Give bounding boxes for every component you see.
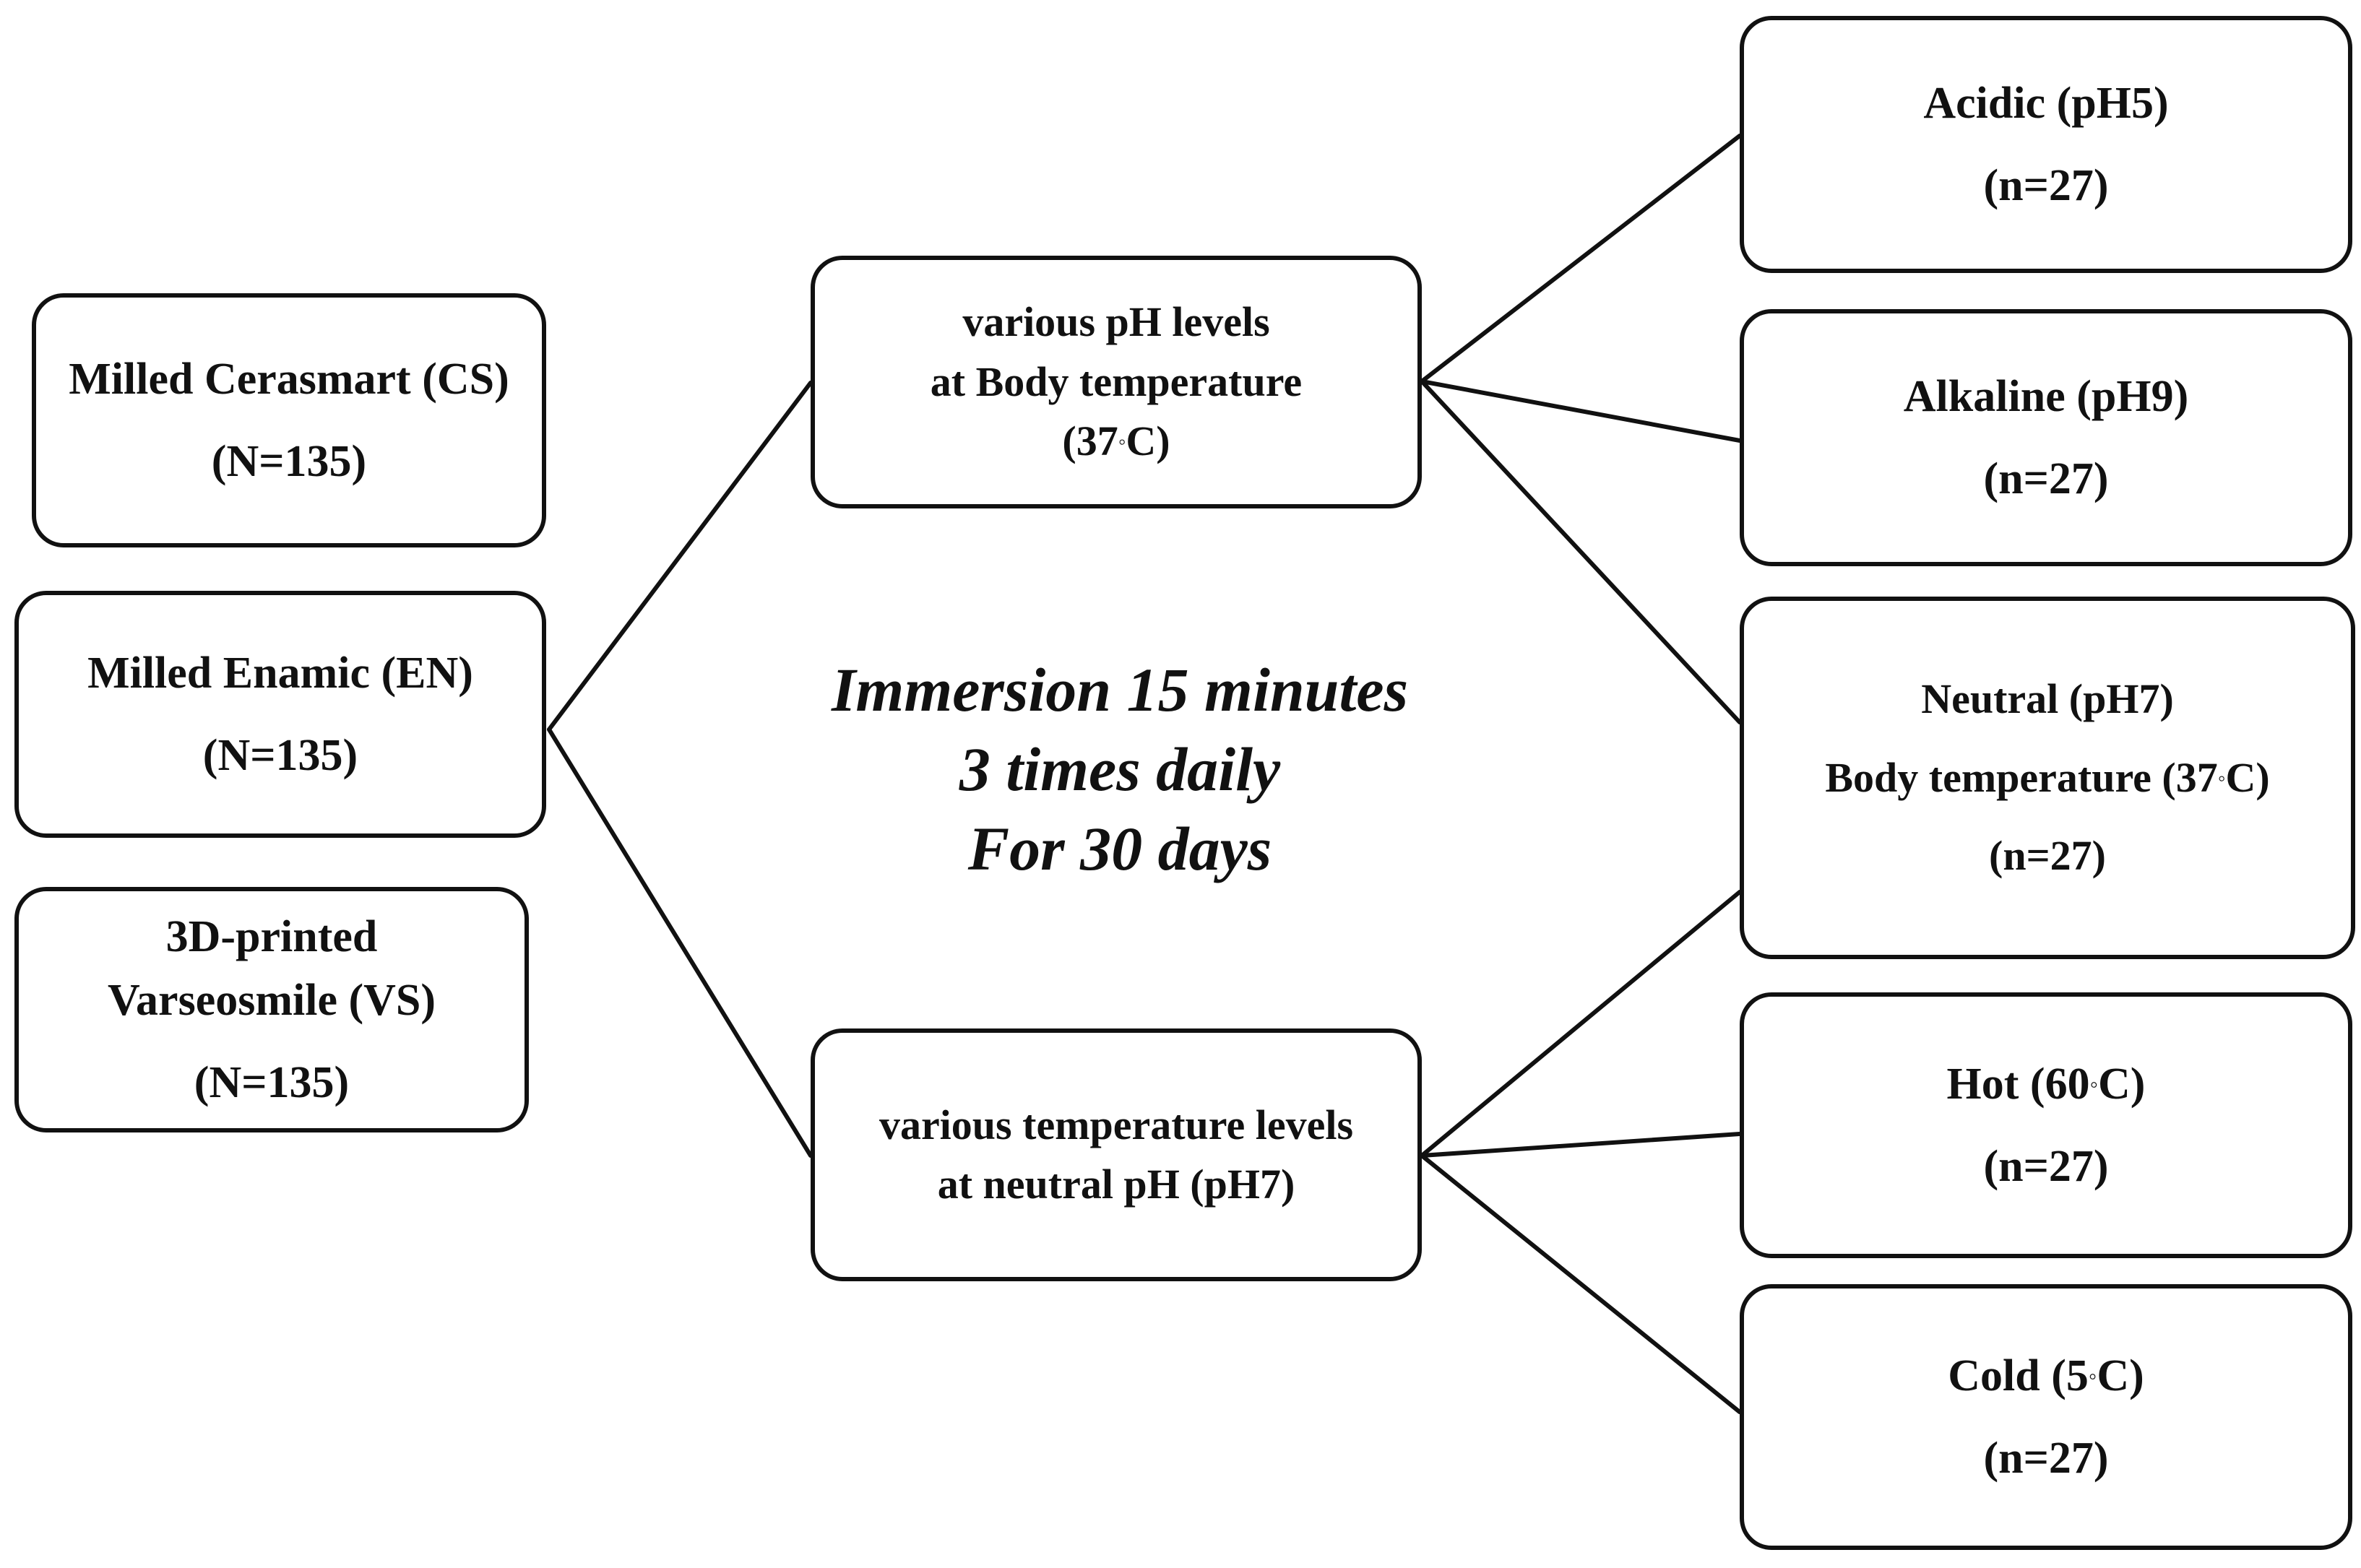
node-group-neutral[interactable]: Neutral (pH7) Body temperature (37◦C) (n…	[1740, 597, 2355, 959]
protocol-line-2: 3 times daily	[959, 734, 1281, 804]
node-line-1: various pH levels	[962, 298, 1270, 346]
node-group-alkaline[interactable]: Alkaline (pH9) (n=27)	[1740, 309, 2352, 566]
temp-value-pre: Hot (60	[1946, 1059, 2090, 1109]
node-condition-ph[interactable]: various pH levels at Body temperature (3…	[811, 256, 1422, 508]
node-material-varseosmile[interactable]: 3D-printed Varseosmile (VS) (N=135)	[14, 887, 529, 1132]
node-line-2: (n=27)	[1983, 1434, 2109, 1483]
edge-temp-to-cold	[1420, 1153, 1742, 1414]
node-line-1: Hot (60◦C)	[1947, 1052, 2146, 1116]
node-line-2: Body temperature (37◦C)	[1825, 748, 2269, 807]
node-line-2: (n=27)	[1983, 161, 2109, 210]
protocol-note: Immersion 15 minutes 3 times daily For 3…	[795, 643, 1445, 896]
node-line-1: Milled Enamic (EN)	[87, 648, 473, 698]
node-line-2: Varseosmile (VS)	[107, 975, 436, 1025]
edge-ph-to-neutral	[1420, 379, 1742, 724]
node-line-1: Milled Cerasmart (CS)	[69, 354, 509, 404]
node-line-1: Acidic (pH5)	[1923, 78, 2169, 128]
node-line-1: Neutral (pH7)	[1921, 675, 2174, 723]
node-line-1: 3D-printed	[165, 911, 378, 961]
temp-value-post: C)	[2098, 1059, 2146, 1109]
node-line-1: various temperature levels	[879, 1101, 1354, 1148]
edge-ph-to-acidic	[1420, 134, 1742, 384]
degree-icon: ◦	[2217, 766, 2226, 791]
edge-temp-to-neutral	[1420, 890, 1742, 1158]
node-line-1: Alkaline (pH9)	[1903, 371, 2189, 421]
edge-ph-to-alkaline	[1420, 379, 1742, 443]
node-line-2: at Body temperature	[930, 358, 1303, 405]
protocol-line-3: For 30 days	[967, 814, 1272, 884]
node-group-hot[interactable]: Hot (60◦C) (n=27)	[1740, 992, 2352, 1258]
temp-value-pre: Cold (5	[1948, 1351, 2089, 1400]
node-group-acidic[interactable]: Acidic (pH5) (n=27)	[1740, 16, 2352, 273]
temp-value-post: C)	[2097, 1351, 2144, 1400]
edge-materials-to-ph	[547, 381, 813, 732]
node-line-2: (N=135)	[202, 731, 358, 780]
degree-icon: ◦	[2089, 1070, 2099, 1097]
protocol-line-1: Immersion 15 minutes	[831, 654, 1409, 724]
temp-value-post: C)	[2225, 753, 2270, 801]
degree-icon: ◦	[2088, 1362, 2097, 1389]
edge-materials-to-temp	[547, 727, 813, 1158]
node-line-3: (n=27)	[1989, 832, 2106, 880]
node-line-3: (N=135)	[194, 1058, 350, 1108]
node-line-2: at neutral pH (pH7)	[937, 1161, 1295, 1208]
node-line-1: Cold (5◦C)	[1948, 1344, 2144, 1408]
temp-value-post: C)	[1126, 417, 1170, 465]
node-material-cerasmart[interactable]: Milled Cerasmart (CS) (N=135)	[32, 293, 546, 547]
edge-temp-to-hot	[1420, 1132, 1742, 1158]
degree-icon: ◦	[1118, 429, 1126, 454]
temp-value-pre: (37	[1062, 417, 1118, 465]
node-line-2: (n=27)	[1983, 454, 2109, 503]
node-line-2: (N=135)	[211, 437, 367, 486]
temp-value-pre: Body temperature (37	[1825, 753, 2218, 801]
node-material-enamic[interactable]: Milled Enamic (EN) (N=135)	[14, 591, 546, 838]
node-condition-temperature[interactable]: various temperature levels at neutral pH…	[811, 1028, 1422, 1281]
node-group-cold[interactable]: Cold (5◦C) (n=27)	[1740, 1284, 2352, 1550]
node-line-2: (n=27)	[1983, 1142, 2109, 1191]
node-line-3: (37◦C)	[1062, 412, 1170, 471]
